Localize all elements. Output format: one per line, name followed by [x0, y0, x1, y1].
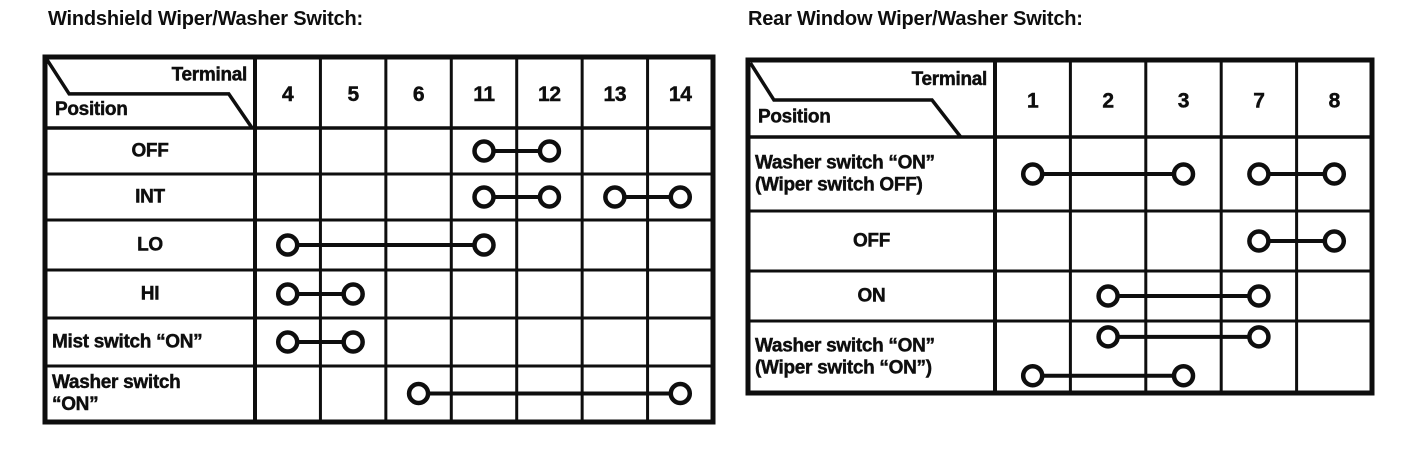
position-label: LO — [137, 235, 163, 256]
rear-window-table-title: Rear Window Wiper/Washer Switch: — [748, 8, 1083, 30]
terminal-contact-circle — [341, 330, 365, 354]
position-label: OFF — [131, 141, 168, 162]
terminal-header-4: 4 — [282, 83, 294, 106]
corner-position-label: Position — [55, 99, 128, 120]
position-label: (Wiper switch OFF) — [755, 175, 923, 196]
terminal-contact-circle — [668, 381, 693, 406]
position-label: (Wiper switch “ON”) — [755, 358, 932, 379]
position-label: INT — [135, 187, 165, 208]
position-label: Washer switch “ON” — [755, 336, 935, 357]
terminal-header-12: 12 — [538, 83, 561, 106]
terminal-header-3: 3 — [1178, 89, 1189, 112]
terminal-contact-circle — [472, 139, 496, 163]
terminal-header-11: 11 — [473, 83, 495, 106]
terminal-contact-circle — [1247, 229, 1271, 253]
terminal-contact-circle — [1247, 284, 1271, 308]
terminal-contact-circle — [406, 381, 431, 406]
terminal-contact-circle — [1020, 162, 1045, 186]
terminal-contact-circle — [668, 185, 693, 209]
corner-terminal-label: Terminal — [172, 64, 247, 85]
terminal-header-8: 8 — [1329, 89, 1341, 112]
terminal-contact-circle — [275, 330, 300, 354]
corner-terminal-label: Terminal — [912, 69, 987, 90]
position-label: “ON” — [52, 394, 98, 415]
position-label: OFF — [853, 231, 890, 252]
terminal-contact-circle — [1322, 229, 1347, 253]
terminal-contact-circle — [603, 185, 627, 209]
terminal-contact-circle — [1322, 162, 1347, 186]
table-border — [42, 54, 716, 425]
corner-diagonal-divider — [45, 58, 254, 129]
terminal-contact-circle — [1171, 162, 1196, 186]
position-label: Washer switch “ON” — [755, 153, 935, 174]
terminal-header-7: 7 — [1253, 89, 1264, 112]
position-label: Mist switch “ON” — [52, 332, 202, 353]
terminal-contact-circle — [341, 282, 365, 306]
terminal-header-6: 6 — [413, 83, 424, 106]
position-label: HI — [141, 284, 159, 305]
position-label: ON — [858, 286, 886, 307]
corner-diagonal-divider — [748, 62, 962, 138]
terminal-contact-circle — [1096, 284, 1120, 308]
position-label: Washer switch — [52, 372, 180, 393]
terminal-contact-circle — [1096, 325, 1120, 349]
terminal-contact-circle — [472, 185, 496, 209]
terminal-contact-circle — [275, 233, 300, 257]
terminal-contact-circle — [1020, 363, 1045, 388]
terminal-header-2: 2 — [1102, 89, 1113, 112]
terminal-header-13: 13 — [603, 83, 626, 106]
windshield-table-title: Windshield Wiper/Washer Switch: — [48, 8, 363, 30]
terminal-contact-circle — [275, 282, 300, 306]
terminal-contact-circle — [537, 139, 562, 163]
terminal-contact-circle — [472, 233, 496, 257]
terminal-header-1: 1 — [1027, 89, 1039, 112]
corner-position-label: Position — [758, 106, 831, 127]
terminal-contact-circle — [1247, 162, 1271, 186]
terminal-contact-circle — [537, 185, 562, 209]
terminal-header-14: 14 — [669, 83, 692, 106]
terminal-header-5: 5 — [347, 83, 359, 106]
table-border — [745, 57, 1375, 396]
terminal-contact-circle — [1171, 363, 1196, 388]
terminal-contact-circle — [1247, 325, 1271, 349]
